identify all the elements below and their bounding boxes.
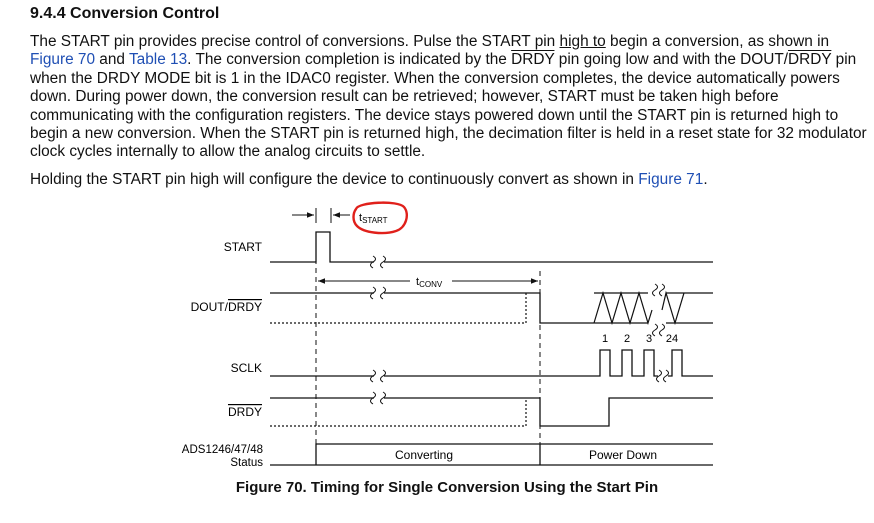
p1-text-high-to: high to <box>559 33 606 50</box>
label-dout-drdy: DOUT/DRDY <box>191 300 262 314</box>
break-dout-bits <box>652 283 665 337</box>
break-dout <box>370 286 386 300</box>
label-start: START <box>224 240 263 254</box>
p1-text-3: begin a conversion, as shown in <box>605 33 830 50</box>
label-status-device: ADS1246/47/48 <box>182 444 263 456</box>
label-tconv: tCONV <box>416 276 443 289</box>
status-power-down: Power Down <box>589 448 657 462</box>
label-drdy: DRDY <box>228 405 262 419</box>
p1-drdy-bar-2: DRDY <box>788 51 832 69</box>
waveform-sclk <box>270 349 713 377</box>
waveform-drdy <box>270 397 713 427</box>
timing-diagram: START DOUT/DRDY SCLK DRDY ADS1246/47/48 … <box>182 201 713 469</box>
sclk-number-24: 24 <box>666 333 678 345</box>
break-sclk <box>370 369 669 383</box>
p2-text-1: Holding the START pin high will configur… <box>30 171 639 188</box>
p1-text-4: and <box>95 51 129 69</box>
p1-text-6: pin going low and with the DOUT/ <box>554 51 789 69</box>
sclk-number-2: 2 <box>624 333 630 345</box>
p2-text-2: . <box>703 171 708 188</box>
section-heading: 9.4.4 Conversion Control <box>30 5 220 22</box>
figure-caption: Figure 70. Timing for Single Conversion … <box>235 479 659 496</box>
break-start <box>370 255 386 269</box>
waveform-drdy-dotted <box>270 398 527 427</box>
waveform-dout-drdy <box>270 292 594 324</box>
paragraph-conversion-control: The START pin provides precise control o… <box>30 33 872 162</box>
label-status: Status <box>230 457 263 469</box>
p1-text-5: . The conversion completion is indicated… <box>187 51 512 69</box>
label-tstart: tSTART <box>359 212 388 225</box>
waveform-dout-dotted <box>270 293 527 324</box>
dout-data-bits <box>593 290 713 326</box>
p1-drdy-bar: DRDY <box>511 51 555 69</box>
link-table-13[interactable]: Table 13 <box>128 51 188 69</box>
sclk-number-3: 3 <box>646 333 652 345</box>
link-figure-71[interactable]: Figure 71 <box>638 171 704 188</box>
waveform-start <box>270 231 713 263</box>
red-circle-annotation <box>352 201 408 235</box>
label-sclk: SCLK <box>231 361 262 375</box>
break-drdy <box>370 391 386 405</box>
status-converting: Converting <box>395 448 453 462</box>
sclk-number-1: 1 <box>602 333 608 345</box>
p1-text-7: pin when the DRDY MODE bit is 1 in the I… <box>30 51 867 161</box>
status-bus <box>270 443 713 466</box>
p1-text-1: The START pin provides precise control o… <box>30 33 560 50</box>
link-figure-70[interactable]: Figure 70 <box>30 51 96 69</box>
paragraph-continuous: Holding the START pin high will configur… <box>30 171 872 189</box>
